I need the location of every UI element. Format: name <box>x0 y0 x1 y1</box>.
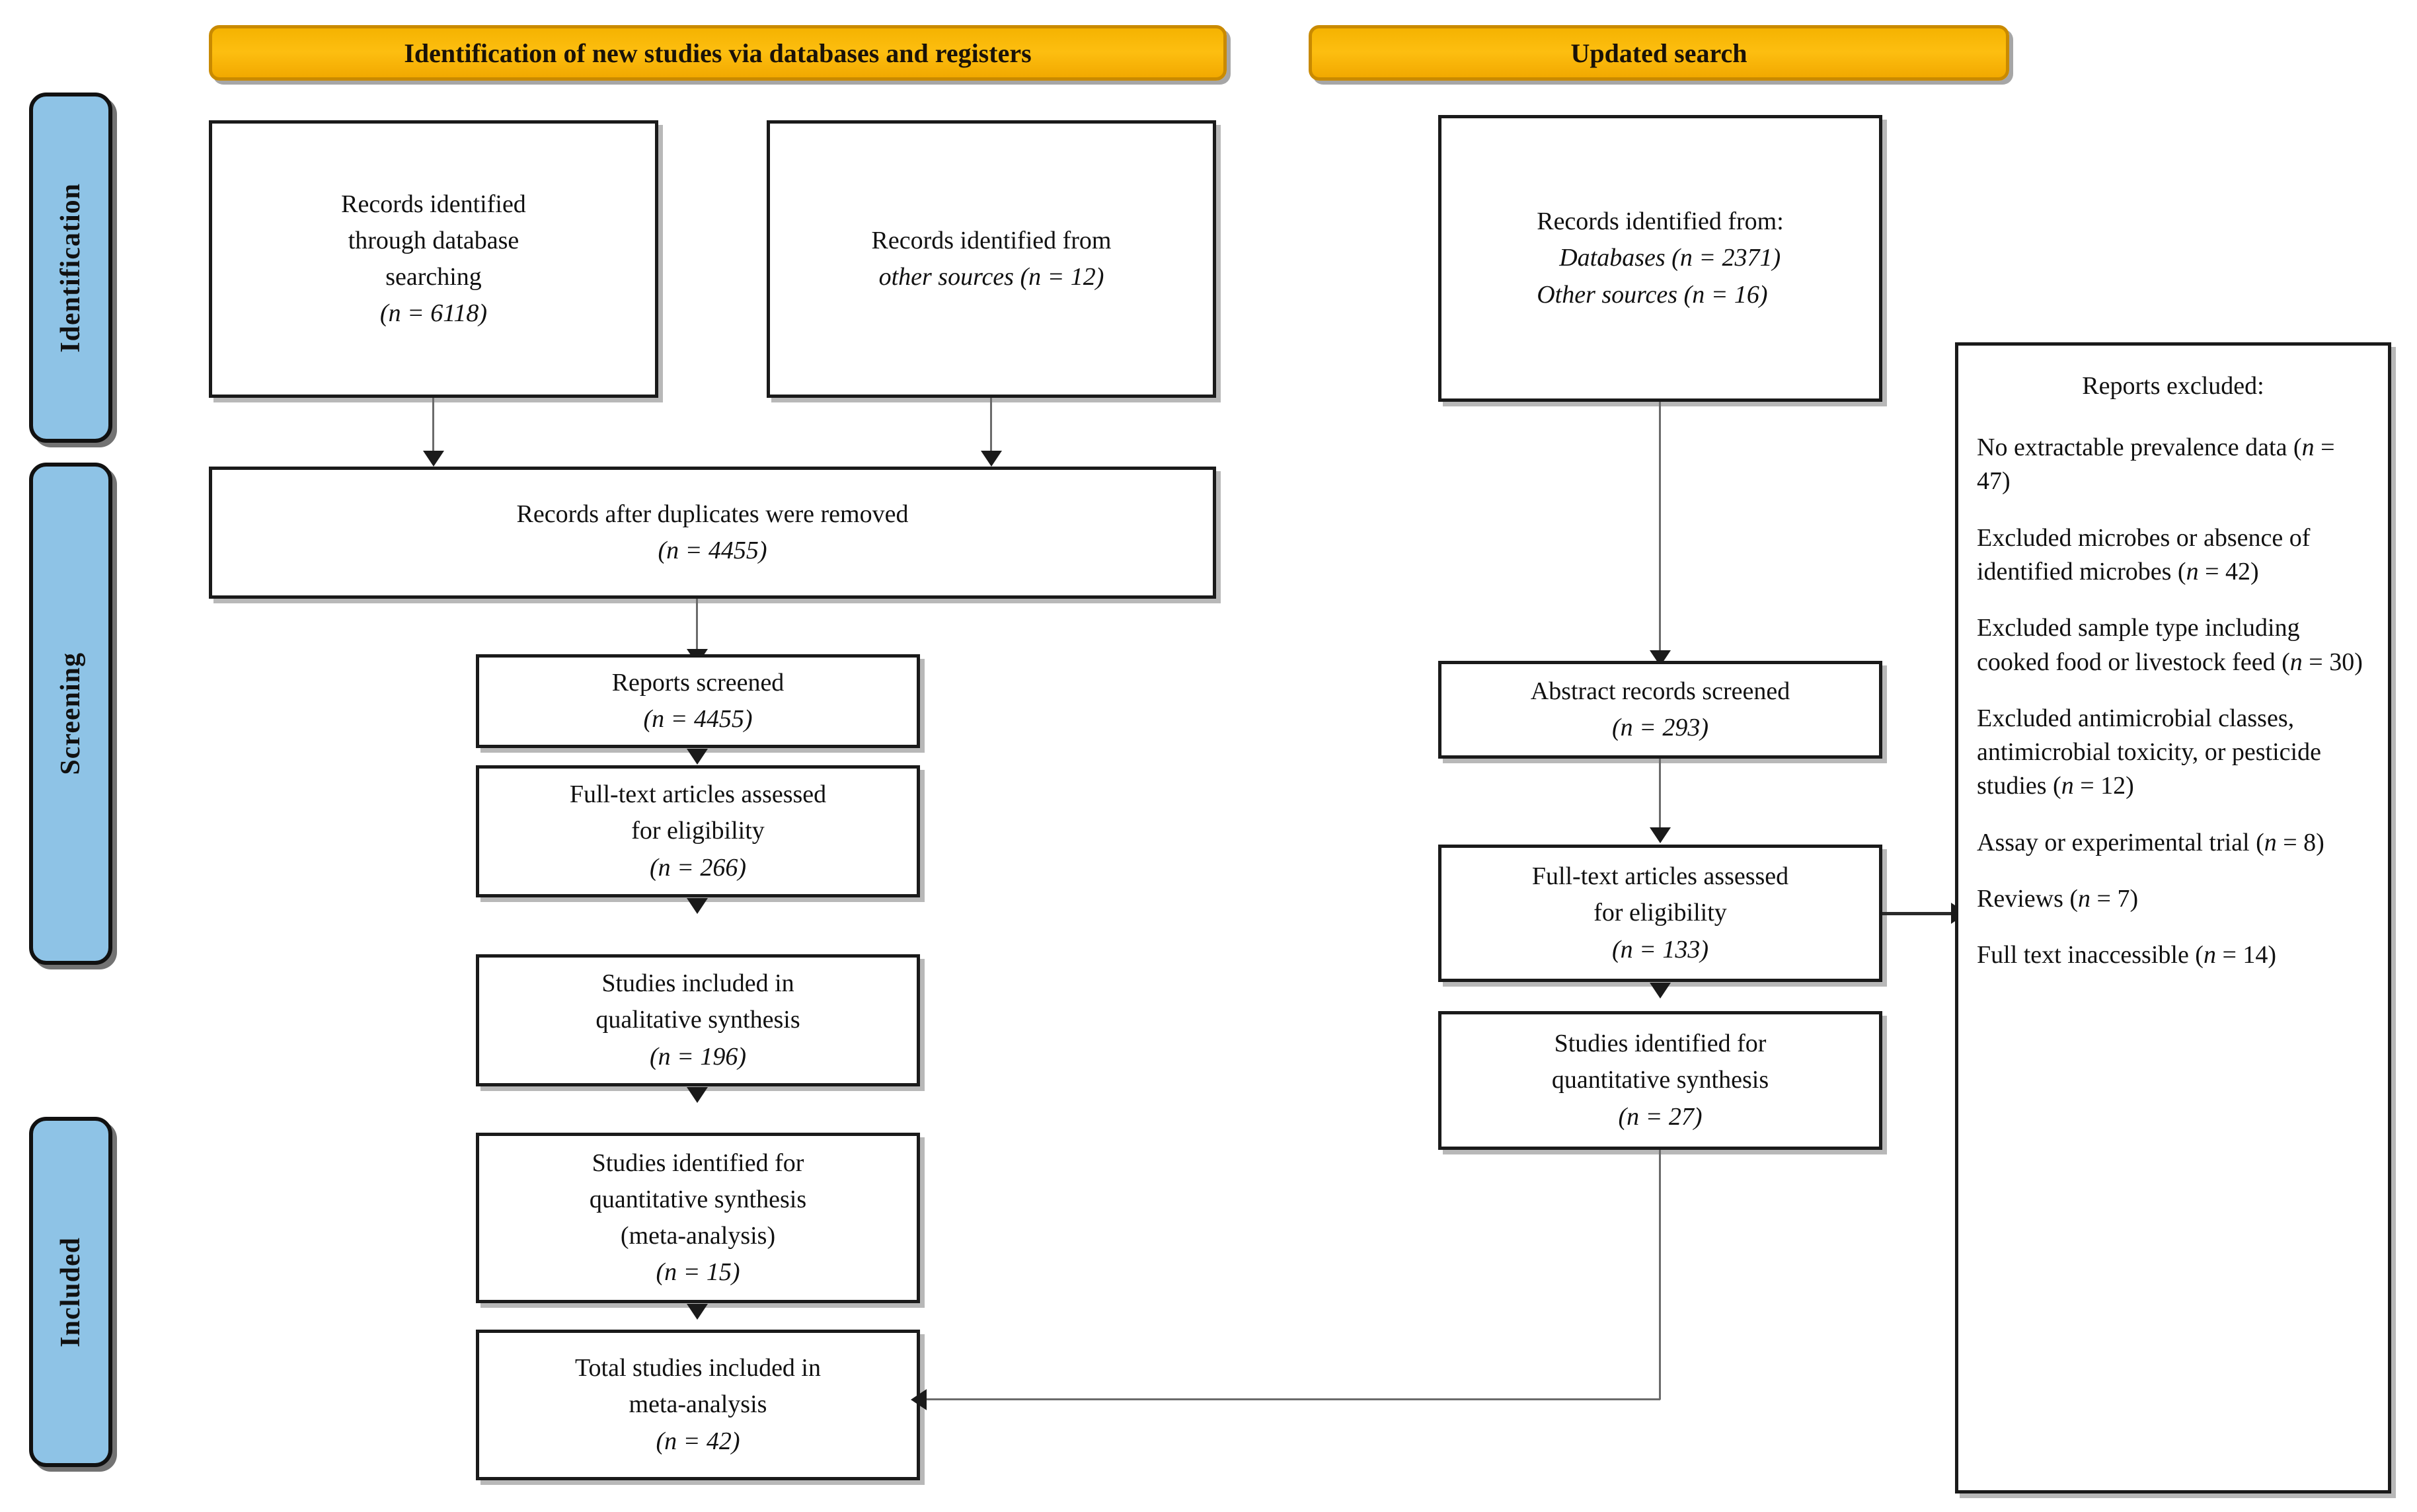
box-records-identified-database: Records identified through database sear… <box>209 120 658 398</box>
box-quantitative-synthesis-right-line2: quantitative synthesis <box>1551 1066 1769 1094</box>
connector-updated-to-abstract <box>1659 402 1661 653</box>
connector-duplicates-to-screened <box>696 599 698 652</box>
box-records-identified-database-line3: searching <box>385 263 482 291</box>
arrowhead-quantitative-to-total <box>687 1304 708 1320</box>
box-fulltext-assessed-right-count: (n = 133) <box>1612 935 1708 964</box>
box-quantitative-synthesis-left-line3: (meta-analysis) <box>620 1222 776 1250</box>
box-abstract-records-screened: Abstract records screened (n = 293) <box>1438 661 1882 759</box>
box-records-identified-other-sources-line1: Records identified from <box>871 226 1112 254</box>
arrowhead-fulltext-to-quantitative-right <box>1650 983 1671 999</box>
connector-fulltext-to-excluded <box>1882 912 1955 915</box>
box-records-after-duplicates-line1: Records after duplicates were removed <box>516 500 909 528</box>
arrowhead-other-to-duplicates <box>981 451 1002 467</box>
box-total-studies-included: Total studies included in meta-analysis … <box>476 1330 920 1480</box>
excluded-reason-item: Excluded antimicrobial classes, antimicr… <box>1977 704 2321 800</box>
box-reports-excluded-title: Reports excluded: <box>2082 372 2264 400</box>
connector-abstract-to-fulltext <box>1659 759 1661 830</box>
banner-updated-search: Updated search <box>1309 25 2009 81</box>
stage-label-included: Included <box>29 1117 112 1467</box>
box-records-identified-other-sources-line2: other sources (n = 12) <box>878 263 1104 291</box>
box-records-after-duplicates-count: (n = 4455) <box>658 537 767 564</box>
banner-identification-databases-text: Identification of new studies via databa… <box>404 38 1032 68</box>
arrowhead-db-to-duplicates <box>423 451 444 467</box>
box-total-studies-included-line2: meta-analysis <box>629 1390 767 1419</box>
excluded-reason-item: Full text inaccessible (n = 14) <box>1977 941 2277 969</box>
box-quantitative-synthesis-left: Studies identified for quantitative synt… <box>476 1133 920 1303</box>
box-qualitative-synthesis-line1: Studies included in <box>601 969 794 998</box>
box-fulltext-assessed-left-count: (n = 266) <box>650 853 746 882</box>
box-total-studies-included-line1: Total studies included in <box>574 1354 821 1382</box>
box-records-after-duplicates: Records after duplicates were removed (n… <box>209 467 1216 599</box>
box-records-identified-updated-line1: Records identified from: <box>1537 208 1784 236</box>
box-fulltext-assessed-left-line2: for eligibility <box>631 817 765 845</box>
excluded-reason-item: No extractable prevalence data (n = 47) <box>1977 434 2335 496</box>
excluded-reason-item: Reviews (n = 7) <box>1977 885 2139 913</box>
box-reports-screened-line1: Reports screened <box>611 668 785 697</box>
box-records-identified-updated-line2: Databases (n = 2371) <box>1559 244 1781 272</box>
box-fulltext-assessed-right-line1: Full-text articles assessed <box>1531 862 1789 891</box>
box-abstract-records-screened-line1: Abstract records screened <box>1530 677 1790 705</box>
banner-updated-search-text: Updated search <box>1570 38 1747 68</box>
box-quantitative-synthesis-left-line1: Studies identified for <box>592 1149 804 1177</box>
arrowhead-qualitative-to-quantitative <box>687 1087 708 1103</box>
box-records-identified-database-line2: through database <box>348 226 519 254</box>
box-fulltext-assessed-left-line1: Full-text articles assessed <box>569 780 827 809</box>
connector-other-to-duplicates <box>990 398 992 453</box>
box-reports-excluded: Reports excluded: No extractable prevale… <box>1955 342 2391 1493</box>
box-fulltext-assessed-right-line2: for eligibility <box>1593 899 1727 927</box>
box-fulltext-assessed-left: Full-text articles assessed for eligibil… <box>476 765 920 897</box>
connector-right-to-total-horizontal <box>925 1398 1660 1400</box>
box-total-studies-included-count: (n = 42) <box>656 1427 740 1455</box>
box-abstract-records-screened-count: (n = 293) <box>1612 714 1708 741</box>
excluded-reason-item: Excluded sample type including cooked fo… <box>1977 614 2363 676</box>
connector-db-to-duplicates <box>432 398 434 453</box>
box-quantitative-synthesis-left-count: (n = 15) <box>656 1258 740 1287</box>
excluded-reason-item: Excluded microbes or absence of identifi… <box>1977 523 2311 586</box>
box-fulltext-assessed-right: Full-text articles assessed for eligibil… <box>1438 845 1882 982</box>
excluded-reason-item: Assay or experimental trial (n = 8) <box>1977 828 2324 856</box>
arrowhead-screened-to-fulltext <box>687 749 708 765</box>
box-records-identified-database-count: (n = 6118) <box>379 299 488 328</box>
arrowhead-fulltext-to-qualitative <box>687 898 708 914</box>
box-qualitative-synthesis: Studies included in qualitative synthesi… <box>476 954 920 1086</box>
box-quantitative-synthesis-right: Studies identified for quantitative synt… <box>1438 1011 1882 1150</box>
stage-label-included-text: Included <box>56 1236 86 1347</box>
connector-right-to-total-vertical <box>1659 1150 1661 1400</box>
box-records-identified-other-sources: Records identified from other sources (n… <box>767 120 1216 398</box>
box-reports-screened-count: (n = 4455) <box>643 705 753 733</box>
arrowhead-abstract-to-fulltext <box>1650 827 1671 843</box>
box-qualitative-synthesis-line2: qualitative synthesis <box>595 1006 800 1034</box>
box-records-identified-database-line1: Records identified <box>341 190 526 218</box>
stage-label-identification: Identification <box>29 93 112 443</box>
box-quantitative-synthesis-right-line1: Studies identified for <box>1554 1030 1767 1058</box>
box-qualitative-synthesis-count: (n = 196) <box>650 1042 746 1071</box>
box-reports-screened: Reports screened (n = 4455) <box>476 654 920 748</box>
banner-identification-databases: Identification of new studies via databa… <box>209 25 1227 81</box>
stage-label-identification-text: Identification <box>56 182 86 353</box>
box-quantitative-synthesis-left-line2: quantitative synthesis <box>589 1185 807 1213</box>
box-records-identified-updated: Records identified from: Databases (n = … <box>1438 115 1882 402</box>
arrowhead-right-to-total <box>911 1389 927 1410</box>
box-quantitative-synthesis-right-count: (n = 27) <box>1618 1102 1703 1131</box>
stage-label-screening: Screening <box>29 463 112 965</box>
stage-label-screening-text: Screening <box>56 652 86 775</box>
box-records-identified-updated-line3: Other sources (n = 16) <box>1537 280 1768 309</box>
